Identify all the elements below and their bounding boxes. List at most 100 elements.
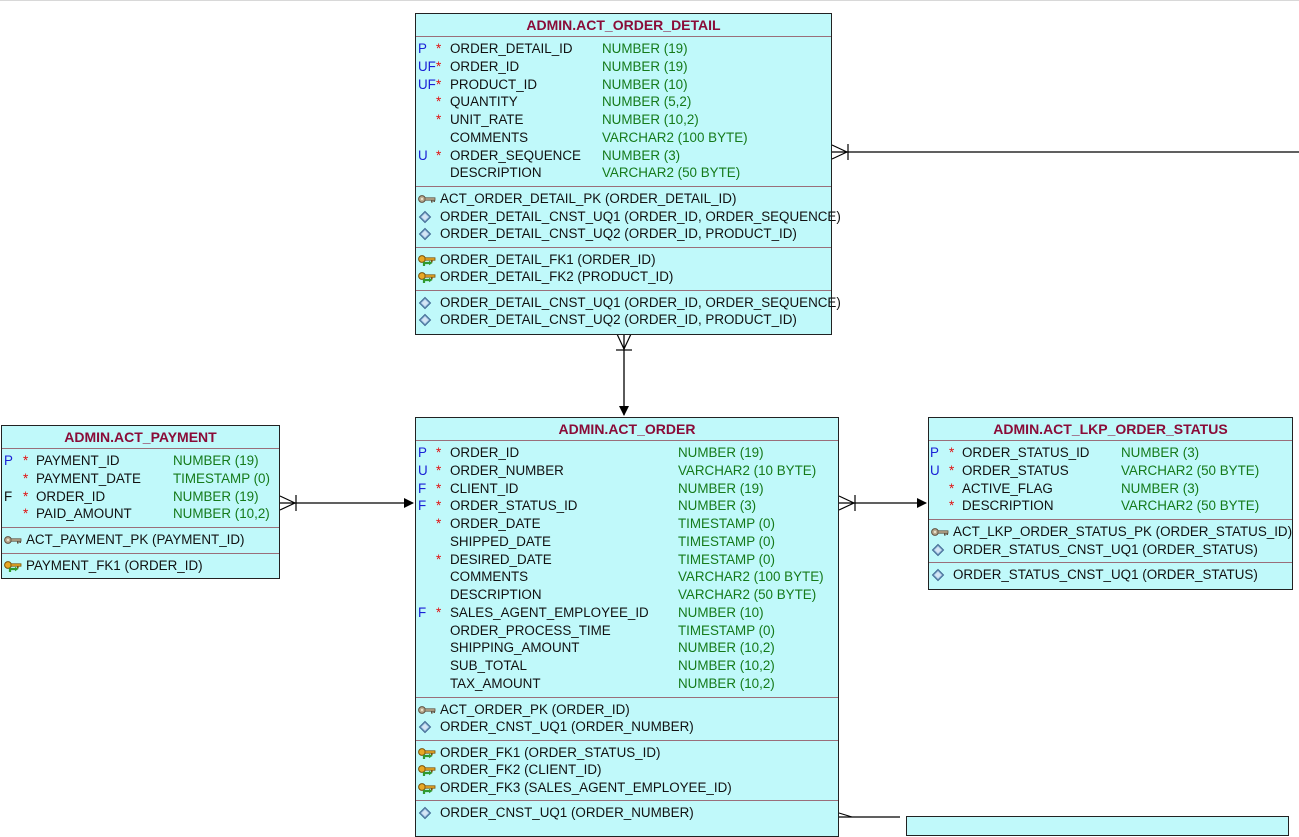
foreign-key-row[interactable]: PAYMENT_FK1 (ORDER_ID) — [2, 557, 279, 575]
column-type: TIMESTAMP (0) — [678, 551, 775, 567]
foreign-keys-section: PAYMENT_FK1 (ORDER_ID) — [2, 554, 279, 579]
column-name: TAX_AMOUNT — [450, 675, 541, 691]
primary-key-row[interactable]: ACT_ORDER_PK (ORDER_ID) — [416, 701, 838, 719]
column-flag: P — [4, 453, 13, 468]
required-marker: * — [436, 147, 442, 163]
column-name: ORDER_NUMBER — [450, 462, 564, 478]
column-type: NUMBER (10) — [678, 604, 764, 620]
relationship-payment-to-order[interactable] — [279, 495, 414, 511]
primary-key-row[interactable]: ACT_LKP_ORDER_STATUS_PK (ORDER_STATUS_ID… — [929, 523, 1292, 541]
column-name: PAYMENT_ID — [36, 453, 120, 468]
required-marker: * — [436, 604, 442, 620]
column-name: SUB_TOTAL — [450, 658, 527, 673]
required-marker: * — [436, 551, 442, 567]
primary-key-row[interactable]: ACT_PAYMENT_PK (PAYMENT_ID) — [2, 531, 279, 549]
foreign-key-row[interactable]: ORDER_DETAIL_FK2 (PRODUCT_ID) — [416, 268, 831, 286]
foreign-key-row[interactable]: ORDER_DETAIL_FK1 (ORDER_ID) — [416, 251, 831, 269]
column-type: TIMESTAMP (0) — [678, 533, 775, 549]
column-type: VARCHAR2 (100 BYTE) — [602, 129, 748, 145]
column-name: ORDER_PROCESS_TIME — [450, 622, 611, 638]
diamond-icon — [418, 720, 436, 734]
column-type: NUMBER (10,2) — [602, 112, 699, 127]
foreign-key-icon — [418, 782, 436, 794]
entity-title[interactable]: ADMIN.ACT_ORDER — [416, 418, 838, 441]
unique-key-row[interactable]: ORDER_DETAIL_CNST_UQ1 (ORDER_ID, ORDER_S… — [416, 208, 841, 226]
unique-key-row[interactable]: ORDER_STATUS_CNST_UQ1 (ORDER_STATUS) — [929, 541, 1292, 559]
keys-section: ACT_ORDER_DETAIL_PK (ORDER_DETAIL_ID) OR… — [416, 187, 841, 248]
column-type: VARCHAR2 (50 BYTE) — [1121, 498, 1260, 514]
required-marker: * — [436, 498, 442, 514]
column-type: NUMBER (10,2) — [173, 506, 270, 522]
relationship-partial-bottom[interactable] — [838, 812, 900, 818]
entity-title[interactable]: ADMIN.ACT_ORDER_DETAIL — [416, 14, 831, 37]
relationship-order-detail-to-offscreen[interactable] — [831, 144, 1299, 160]
index-row[interactable]: ORDER_DETAIL_CNST_UQ2 (ORDER_ID, PRODUCT… — [416, 311, 831, 329]
required-marker: * — [436, 445, 442, 460]
relationship-order-detail-to-order[interactable] — [616, 333, 632, 416]
column-name: ORDER_ID — [36, 488, 106, 504]
required-marker: * — [23, 470, 29, 486]
column-type: VARCHAR2 (10 BYTE) — [678, 462, 817, 478]
column-name: CLIENT_ID — [450, 480, 519, 496]
column-row[interactable]: * DESIRED_DATE TIMESTAMP (0) — [416, 551, 838, 569]
required-marker: * — [436, 41, 442, 56]
required-marker: * — [23, 488, 29, 504]
unique-key-row[interactable]: ORDER_DETAIL_CNST_UQ2 (ORDER_ID, PRODUCT… — [416, 225, 831, 243]
index-row[interactable]: ORDER_STATUS_CNST_UQ1 (ORDER_STATUS) — [929, 566, 1292, 584]
entity-title[interactable]: ADMIN.ACT_PAYMENT — [2, 426, 279, 449]
unique-key-row[interactable]: ORDER_CNST_UQ1 (ORDER_NUMBER) — [416, 718, 838, 736]
index-text: ORDER_DETAIL_CNST_UQ1 (ORDER_ID, ORDER_S… — [440, 294, 841, 310]
primary-key-row[interactable]: ACT_ORDER_DETAIL_PK (ORDER_DETAIL_ID) — [416, 190, 831, 208]
column-type: VARCHAR2 (50 BYTE) — [602, 165, 741, 181]
column-name: DESIRED_DATE — [450, 551, 552, 567]
entity-act-order-detail[interactable]: ADMIN.ACT_ORDER_DETAIL P*ORDER_DETAIL_ID… — [415, 13, 841, 335]
entity-partial-bottom[interactable] — [906, 816, 1289, 836]
indexes-section: ORDER_CNST_UQ1 (ORDER_NUMBER) — [416, 801, 838, 826]
key-text: ORDER_CNST_UQ1 (ORDER_NUMBER) — [440, 719, 694, 734]
relationship-order-to-order-status[interactable] — [838, 495, 927, 511]
entity-act-lkp-order-status[interactable]: ADMIN.ACT_LKP_ORDER_STATUS P*ORDER_STATU… — [928, 417, 1293, 590]
index-text: ORDER_DETAIL_CNST_UQ2 (ORDER_ID, PRODUCT… — [440, 312, 797, 327]
foreign-key-row[interactable]: ORDER_FK1 (ORDER_STATUS_ID) — [416, 744, 838, 762]
key-text: ACT_ORDER_DETAIL_PK (ORDER_DETAIL_ID) — [440, 191, 737, 206]
foreign-key-row[interactable]: ORDER_FK3 (SALES_AGENT_EMPLOYEE_ID) — [416, 779, 838, 797]
index-row[interactable]: ORDER_DETAIL_CNST_UQ1 (ORDER_ID, ORDER_S… — [416, 294, 841, 312]
column-flag: UF — [418, 58, 436, 74]
column-type: VARCHAR2 (50 BYTE) — [678, 587, 817, 602]
entity-title[interactable]: ADMIN.ACT_LKP_ORDER_STATUS — [929, 418, 1292, 441]
index-row[interactable]: ORDER_CNST_UQ1 (ORDER_NUMBER) — [416, 804, 838, 822]
foreign-key-row[interactable]: ORDER_FK2 (CLIENT_ID) — [416, 761, 838, 779]
